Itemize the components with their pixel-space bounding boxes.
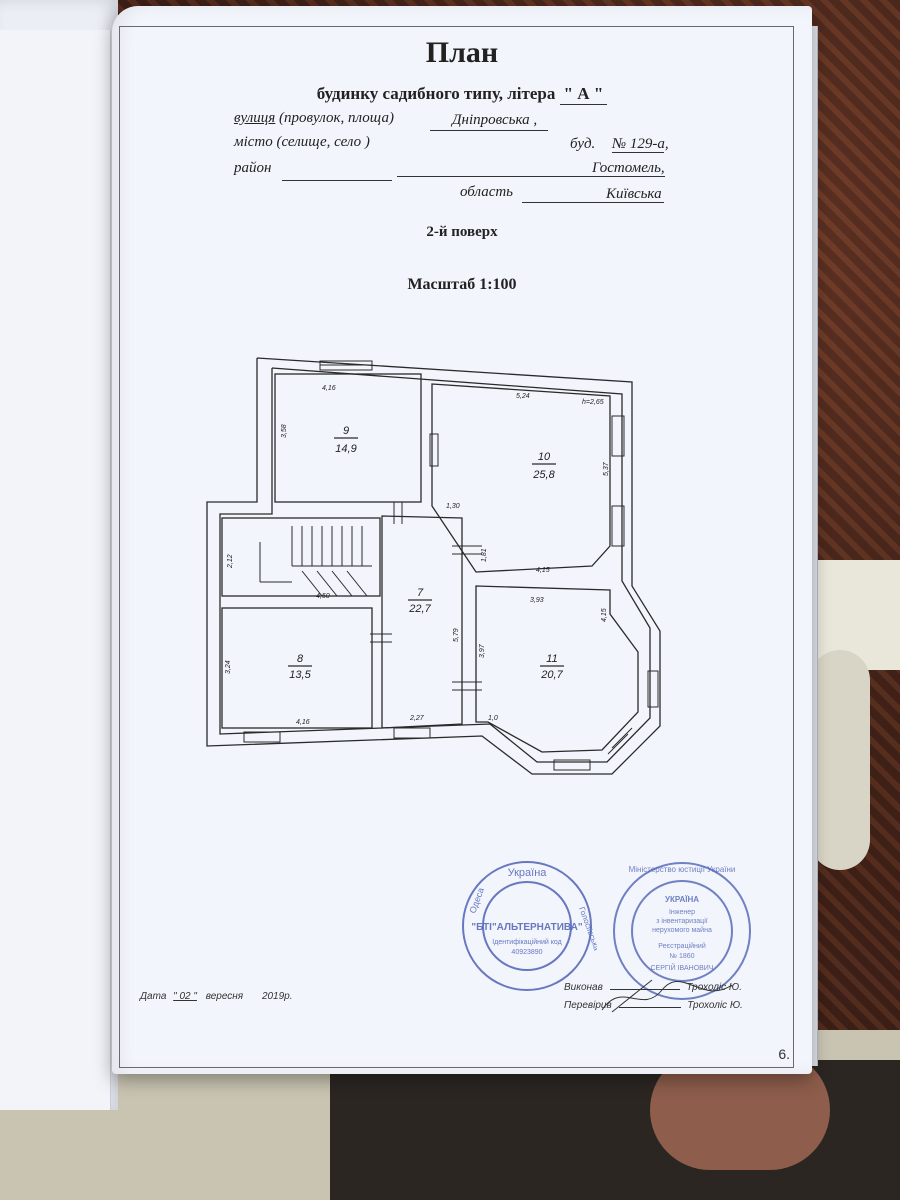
window-bottom-3 <box>553 759 591 771</box>
street-label: вулиця (провулок, площа) <box>234 110 394 126</box>
outer-wall <box>206 357 661 775</box>
floor-plan: 9 14,9 10 25,8 7 22,7 8 13,5 11 20,7 4,1… <box>206 357 661 775</box>
dim-label: 2,12 <box>227 554 234 569</box>
district-label: район <box>234 160 272 176</box>
room-11-number: 11 <box>546 653 557 665</box>
city-line <box>397 176 665 177</box>
window-bottom-2 <box>393 727 431 739</box>
room-9-outline <box>274 373 422 503</box>
room-8-number: 8 <box>297 653 304 665</box>
region-value: Київська <box>606 186 662 202</box>
stamp-bti-alternativa: Україна Одеса Голосіївська "БТІ"АЛЬТЕРНА… <box>462 861 597 991</box>
dim-label: 5,37 <box>603 461 610 476</box>
dim-label: 1,30 <box>446 503 460 510</box>
district-line <box>282 180 392 181</box>
room-11-area: 20,7 <box>540 669 563 681</box>
dim-label: 3,97 <box>479 643 486 658</box>
executed-row: Виконав Трохоліс Ю. <box>564 982 742 993</box>
dim-label: 4,15 <box>536 567 550 574</box>
svg-text:УКРАЇНА: УКРАЇНА <box>665 895 699 904</box>
window-right-2 <box>611 505 625 547</box>
scale-label: Масштаб 1:100 <box>407 276 517 293</box>
window-right-1 <box>611 415 625 457</box>
svg-text:Інженер: Інженер <box>669 909 695 916</box>
floor-label: 2-й поверх <box>426 224 498 240</box>
dim-label: 1,81 <box>481 548 488 562</box>
left-page <box>0 0 118 1110</box>
page-frame <box>119 26 794 1068</box>
svg-text:СЕРГІЙ ІВАНОВИЧ: СЕРГІЙ ІВАНОВИЧ <box>650 963 713 972</box>
dim-label: 5,24 <box>516 393 530 400</box>
svg-text:"БТІ"АЛЬТЕРНАТИВА": "БТІ"АЛЬТЕРНАТИВА" <box>471 922 582 933</box>
document-page: План будинку садибного типу, літера " А … <box>112 6 812 1074</box>
window-right-3 <box>647 670 659 708</box>
dim-label: h=2,65 <box>582 399 604 406</box>
bud-line <box>612 152 664 153</box>
region-line <box>522 202 664 203</box>
dim-label: 3,58 <box>281 424 288 438</box>
doc-subtitle: будинку садибного типу, літера " А " <box>112 84 812 105</box>
svg-text:Ідентифікаційний код: Ідентифікаційний код <box>492 938 561 946</box>
checked-row: Перевірив Трохоліс Ю. <box>564 1000 743 1011</box>
svg-text:Міністерство юстиції України: Міністерство юстиції України <box>629 865 736 874</box>
svg-text:з інвентаризації: з інвентаризації <box>656 917 707 925</box>
room-9-area: 14,9 <box>335 443 356 455</box>
room-11-outline <box>475 585 639 753</box>
svg-text:Реєстраційний: Реєстраційний <box>658 942 706 950</box>
svg-text:40923890: 40923890 <box>511 949 542 956</box>
room-7-outline <box>381 515 463 729</box>
dim-label: 4,16 <box>322 385 336 392</box>
city-label: місто (селище, село ) <box>234 134 370 150</box>
room-10-number: 10 <box>538 451 551 463</box>
dim-label: 4,15 <box>601 608 608 622</box>
dim-label: 3,24 <box>225 660 232 674</box>
bud-value: № 129-а, <box>612 136 669 152</box>
date-row: Дата " 02 " вересня 2019р. <box>140 991 293 1002</box>
stamp-engineer: Міністерство юстиції України УКРАЇНА Інж… <box>613 862 751 1000</box>
dim-label: 2,27 <box>409 715 425 722</box>
svg-text:Одеса: Одеса <box>467 886 485 914</box>
dim-label: 4,50 <box>316 593 330 600</box>
city-value: Гостомель, <box>592 160 665 176</box>
stairs-area <box>221 517 381 597</box>
street-value: Дніпровська , <box>452 112 538 128</box>
doc-title: План <box>425 36 499 69</box>
bud-label: буд. <box>570 136 596 152</box>
room-7-area: 22,7 <box>408 603 431 615</box>
page-number: 6. <box>778 1046 790 1062</box>
dim-label: 5,79 <box>453 628 460 642</box>
svg-text:нерухомого майна: нерухомого майна <box>652 926 712 934</box>
room-10-outline <box>431 383 611 573</box>
window-bottom-1 <box>243 731 281 743</box>
room-9-number: 9 <box>343 425 349 437</box>
dim-label: 1,0 <box>488 715 498 722</box>
dim-label: 4,16 <box>296 719 310 726</box>
room-10-area: 25,8 <box>532 469 555 481</box>
svg-text:Україна: Україна <box>508 867 548 879</box>
room-8-area: 13,5 <box>289 669 311 681</box>
inner-wall <box>219 367 651 763</box>
dim-label: 3,93 <box>530 597 544 604</box>
signature <box>601 979 733 1013</box>
street-line <box>430 130 548 131</box>
chimney <box>429 433 439 467</box>
room-7-number: 7 <box>417 587 424 599</box>
litera-value: " А " <box>559 84 608 105</box>
svg-text:№ 1860: № 1860 <box>669 953 694 960</box>
chair-leg <box>810 650 870 870</box>
room-8-outline <box>221 607 373 729</box>
region-label: область <box>460 184 514 200</box>
